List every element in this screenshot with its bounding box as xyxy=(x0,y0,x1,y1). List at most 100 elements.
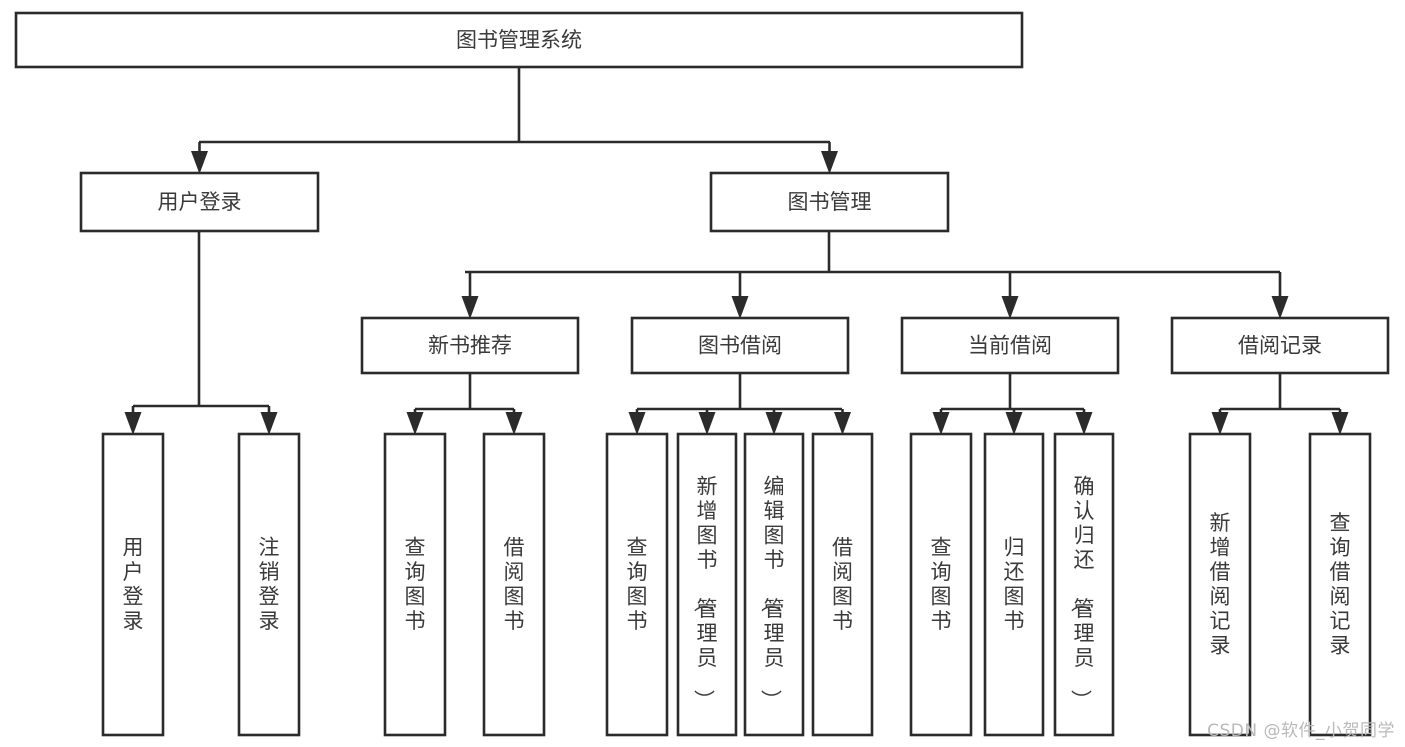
node-leaf-query-book[interactable]: 查询图书 xyxy=(605,432,669,737)
node-label: 查询图书 xyxy=(405,536,426,634)
edge-borrow-record-to-leaf-query-record xyxy=(1331,409,1349,435)
edge-book-borrow-to-leaf-query-book xyxy=(628,409,646,435)
node-box[interactable] xyxy=(237,432,301,737)
edge-book-manage-to-current-borrow xyxy=(1001,272,1019,319)
node-box[interactable] xyxy=(743,432,805,737)
node-book-manage[interactable]: 图书管理 xyxy=(709,171,950,233)
connector-group-bus-book-manage xyxy=(465,231,1280,274)
node-box[interactable] xyxy=(482,432,546,737)
arrow-head-icon xyxy=(821,151,838,174)
node-box[interactable] xyxy=(811,432,874,737)
connector-group-bus-new-book-rec xyxy=(415,373,514,411)
arrow-head-icon xyxy=(1271,296,1289,319)
node-leaf-borrow-book-rec[interactable]: 借阅图书 xyxy=(482,432,546,737)
arrow-head-icon xyxy=(731,296,749,319)
node-box[interactable] xyxy=(900,316,1120,375)
node-leaf-return-book[interactable]: 归还图书 xyxy=(983,432,1045,737)
edge-current-borrow-to-leaf-return-book xyxy=(1005,409,1023,435)
arrow-head-icon xyxy=(505,412,523,435)
edge-current-borrow-to-leaf-query-book-cur xyxy=(932,409,950,435)
node-box[interactable] xyxy=(360,316,580,375)
node-leaf-borrow-book[interactable]: 借阅图书 xyxy=(811,432,874,737)
node-label: 查询图书 xyxy=(627,536,648,634)
node-label: 图书管理 xyxy=(788,190,872,214)
node-box[interactable] xyxy=(605,432,669,737)
arrow-head-icon xyxy=(406,412,424,435)
node-leaf-query-book-cur[interactable]: 查询图书 xyxy=(909,432,973,737)
node-box[interactable] xyxy=(79,171,320,233)
node-label: 当前借阅 xyxy=(968,334,1052,358)
arrow-head-icon xyxy=(628,412,646,435)
node-leaf-user-logout[interactable]: 注销登录 xyxy=(237,432,301,737)
node-label: 用户登录 xyxy=(123,536,144,634)
node-label: 借阅图书 xyxy=(504,536,525,634)
edges-layer xyxy=(124,67,1349,435)
node-leaf-add-book[interactable]: 新增图书（管理员） xyxy=(676,432,738,737)
arrow-head-icon xyxy=(461,296,479,319)
edge-current-borrow-to-leaf-confirm-return xyxy=(1075,409,1093,435)
node-label: 图书管理系统 xyxy=(456,28,582,52)
edge-book-manage-to-borrow-record xyxy=(1271,272,1289,319)
arrow-head-icon xyxy=(1211,412,1229,435)
node-leaf-confirm-return[interactable]: 确认归还（管理员） xyxy=(1053,432,1115,737)
node-box[interactable] xyxy=(383,432,447,737)
node-box[interactable] xyxy=(983,432,1045,737)
node-user-login[interactable]: 用户登录 xyxy=(79,171,320,233)
node-box[interactable] xyxy=(14,11,1024,69)
node-label: 新增图书（管理员） xyxy=(692,474,718,710)
node-label: 查询借阅记录 xyxy=(1330,511,1351,658)
arrow-head-icon xyxy=(765,412,783,435)
node-label: 确认归还（管理员） xyxy=(1069,474,1095,710)
edge-book-borrow-to-leaf-add-book xyxy=(698,409,716,435)
node-leaf-query-book-rec[interactable]: 查询图书 xyxy=(383,432,447,737)
node-label: 借阅记录 xyxy=(1238,334,1322,358)
edge-root-to-user-login xyxy=(191,142,208,174)
node-leaf-add-record[interactable]: 新增借阅记录 xyxy=(1188,432,1252,737)
node-current-borrow[interactable]: 当前借阅 xyxy=(900,316,1120,375)
node-book-borrow[interactable]: 图书借阅 xyxy=(630,316,850,375)
connector-group-bus-current-borrow xyxy=(941,373,1084,411)
node-label: 查询图书 xyxy=(931,536,952,634)
node-leaf-edit-book[interactable]: 编辑图书（管理员） xyxy=(743,432,805,737)
node-box[interactable] xyxy=(1170,316,1390,375)
edge-borrow-record-to-leaf-add-record xyxy=(1211,409,1229,435)
edge-book-borrow-to-leaf-edit-book xyxy=(765,409,783,435)
node-label: 新书推荐 xyxy=(428,334,512,358)
node-box[interactable] xyxy=(709,171,950,233)
edge-book-borrow-to-leaf-borrow-book xyxy=(834,409,851,435)
arrow-head-icon xyxy=(834,412,851,435)
arrow-head-icon xyxy=(1331,412,1349,435)
node-label: 编辑图书（管理员） xyxy=(759,474,785,710)
node-box[interactable] xyxy=(676,432,738,737)
edge-book-manage-to-new-book-rec xyxy=(461,272,479,319)
node-box[interactable] xyxy=(630,316,850,375)
arrow-head-icon xyxy=(932,412,950,435)
edge-root-to-book-manage xyxy=(821,142,838,174)
node-box[interactable] xyxy=(1053,432,1115,737)
arrow-head-icon xyxy=(1005,412,1023,435)
node-root-root[interactable]: 图书管理系统 xyxy=(14,11,1024,69)
node-label: 归还图书 xyxy=(1004,536,1025,634)
node-box[interactable] xyxy=(101,432,165,737)
node-box[interactable] xyxy=(909,432,973,737)
node-box[interactable] xyxy=(1308,432,1372,737)
node-label: 图书借阅 xyxy=(698,334,782,358)
node-label: 借阅图书 xyxy=(832,536,853,634)
arrow-head-icon xyxy=(124,412,142,435)
arrow-head-icon xyxy=(1075,412,1093,435)
node-box[interactable] xyxy=(1188,432,1252,737)
node-leaf-query-record[interactable]: 查询借阅记录 xyxy=(1308,432,1372,737)
arrow-head-icon xyxy=(698,412,716,435)
node-leaf-user-login[interactable]: 用户登录 xyxy=(101,432,165,737)
edge-new-book-rec-to-leaf-borrow-book-rec xyxy=(505,409,523,435)
arrow-head-icon xyxy=(191,151,208,174)
edge-book-manage-to-book-borrow xyxy=(731,272,749,319)
node-borrow-record[interactable]: 借阅记录 xyxy=(1170,316,1390,375)
node-label: 注销登录 xyxy=(259,536,280,634)
node-new-book-rec[interactable]: 新书推荐 xyxy=(360,316,580,375)
connector-group-bus-root xyxy=(199,67,830,144)
edge-user-login-to-leaf-user-login xyxy=(124,406,142,435)
node-label: 用户登录 xyxy=(158,190,242,214)
